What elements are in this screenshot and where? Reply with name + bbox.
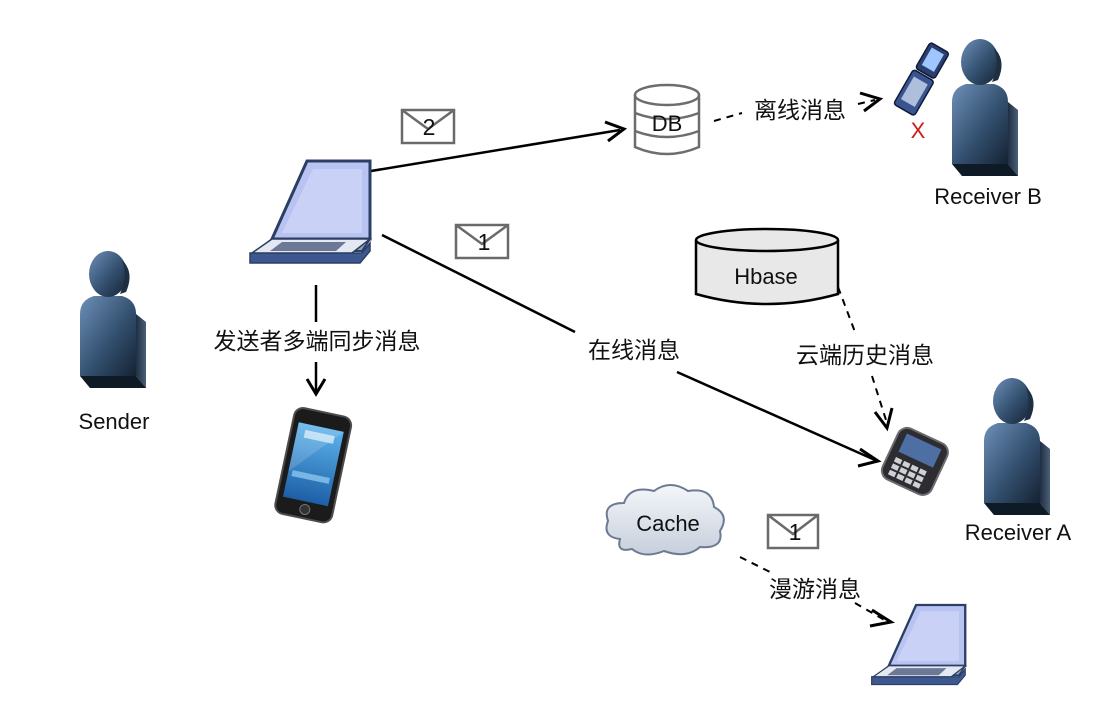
edge-hbase-bottom [871,375,887,421]
edge-cache-bottom [854,602,889,623]
edge-sender-to-db [364,128,621,174]
envelope-icon: 1 [766,513,820,550]
db-cylinder-icon [633,83,701,156]
envelope-label-db: 2 [423,114,436,140]
edge-online-b [676,370,876,462]
sender-laptop-icon [248,159,372,265]
offline-status-mark: X [911,118,926,143]
edge-cache-top [739,556,773,574]
edge-label-offline: 离线消息 [754,97,846,123]
arrowhead-receiver-a [857,447,882,468]
sender-phone-icon [274,407,353,524]
edge-db-to-receiver-b-tail [857,99,876,105]
envelope-icon: 2 [400,108,456,145]
receiver-b-label: Receiver B [934,184,1042,209]
edge-label-roaming: 漫游消息 [769,576,861,602]
cache-cloud-icon [605,484,725,556]
receiver-b-flip-phone-icon [893,42,950,116]
cache-label: Cache [636,511,700,536]
receiver-a-person-icon [984,378,1050,515]
receiver-a-label: Receiver A [965,520,1072,545]
edge-label-online: 在线消息 [588,337,680,363]
arrowhead-cache [869,608,896,628]
hbase-cylinder-icon [694,227,840,306]
sender-person-icon [80,251,146,388]
arrowhead-sync [305,378,327,397]
arrowhead-db [604,120,628,143]
envelope-icon: 1 [454,223,510,260]
receiver-b-person-icon [952,39,1018,176]
edge-label-cloud-history: 云端历史消息 [796,342,934,368]
hbase-label: Hbase [734,264,798,289]
receiver-a-blackberry-phone-icon [880,426,949,496]
edge-label-multi-sync: 发送者多端同步消息 [214,328,421,354]
db-label: DB [652,111,683,136]
edge-db-to-receiver-b [713,112,743,122]
envelope-label-roaming: 1 [789,519,802,545]
edge-online-a [381,233,576,334]
arrowhead-hbase [873,407,894,432]
envelope-label-online: 1 [478,229,491,255]
arrowhead-receiver-b [859,91,884,113]
sender-label: Sender [79,409,150,434]
edge-hbase-top [837,286,856,333]
